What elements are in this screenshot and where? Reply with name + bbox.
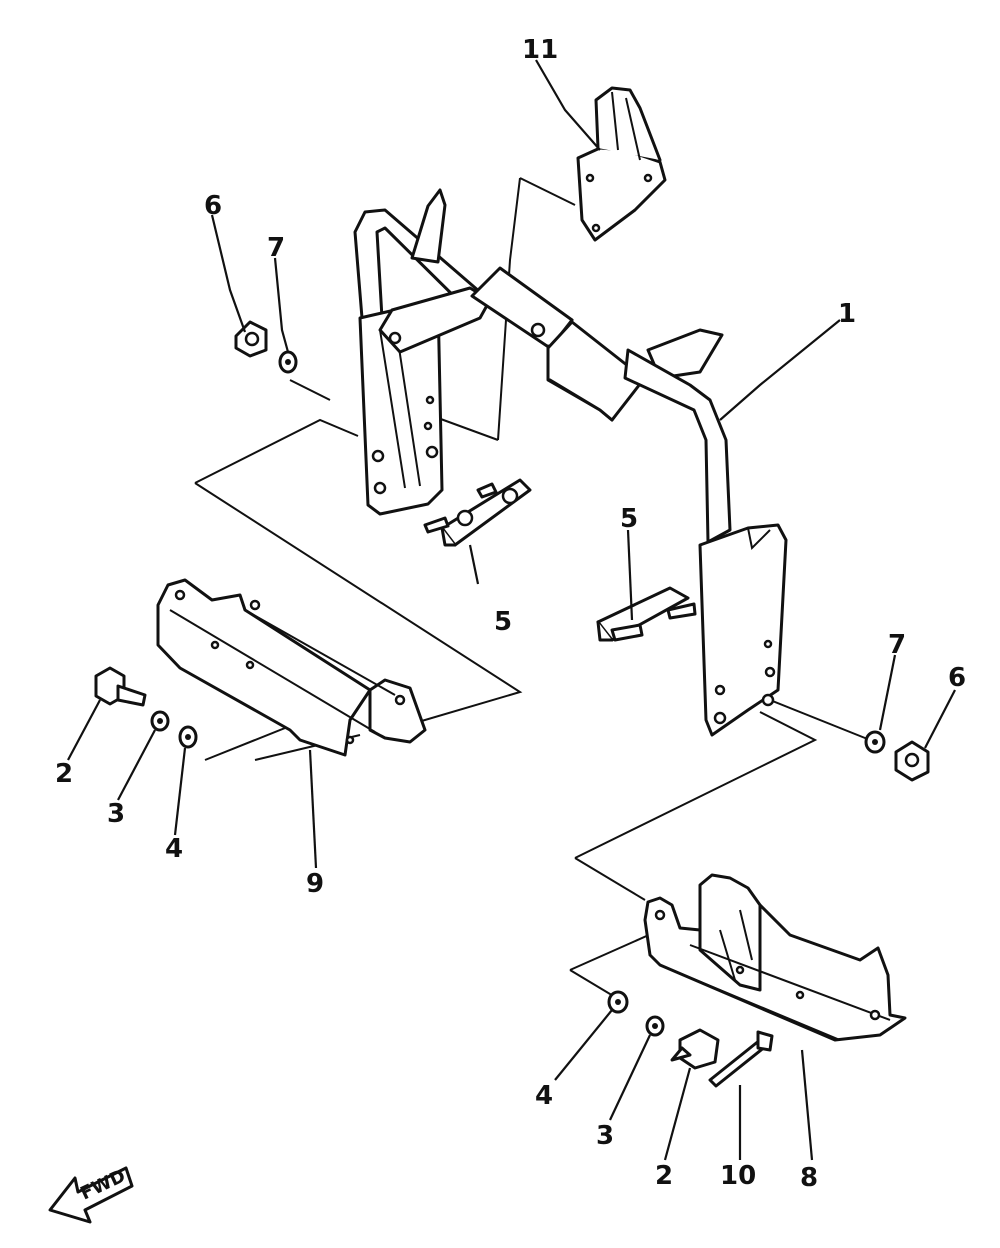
callout-2-right: 2 bbox=[655, 1161, 673, 1191]
callout-8: 8 bbox=[800, 1163, 818, 1193]
part-1-frame bbox=[353, 188, 788, 737]
callout-1: 1 bbox=[838, 299, 856, 329]
callout-2-left: 2 bbox=[55, 759, 73, 789]
callout-numbers: 11 1 6 7 5 5 7 6 2 3 4 9 4 3 2 10 8 bbox=[55, 35, 966, 1193]
part-5-right-plate bbox=[596, 586, 697, 642]
fasteners-left bbox=[234, 320, 298, 374]
callout-9: 9 bbox=[306, 869, 324, 899]
part-5-left-plate bbox=[423, 478, 532, 547]
part-9-left-bracket bbox=[156, 578, 427, 757]
callout-10: 10 bbox=[720, 1161, 756, 1191]
part-11-cover bbox=[576, 86, 667, 242]
fasteners-left-lower bbox=[94, 666, 198, 749]
callout-5-right: 5 bbox=[620, 504, 638, 534]
callout-7-right: 7 bbox=[888, 630, 906, 660]
callout-4-right: 4 bbox=[535, 1081, 553, 1111]
forward-direction-icon: FWD bbox=[48, 1166, 134, 1224]
leader-lines bbox=[67, 59, 956, 1161]
fasteners-right bbox=[864, 730, 930, 782]
fasteners-right-lower bbox=[607, 990, 774, 1088]
callout-4-left: 4 bbox=[165, 834, 183, 864]
callout-3-right: 3 bbox=[596, 1121, 614, 1151]
callout-3-left: 3 bbox=[107, 799, 125, 829]
callout-6-right: 6 bbox=[948, 663, 966, 693]
callout-11: 11 bbox=[522, 35, 558, 65]
part-8-right-bracket bbox=[643, 873, 907, 1042]
callout-5-left: 5 bbox=[494, 607, 512, 637]
callout-6-left: 6 bbox=[204, 191, 222, 221]
callout-7-left: 7 bbox=[267, 233, 285, 263]
